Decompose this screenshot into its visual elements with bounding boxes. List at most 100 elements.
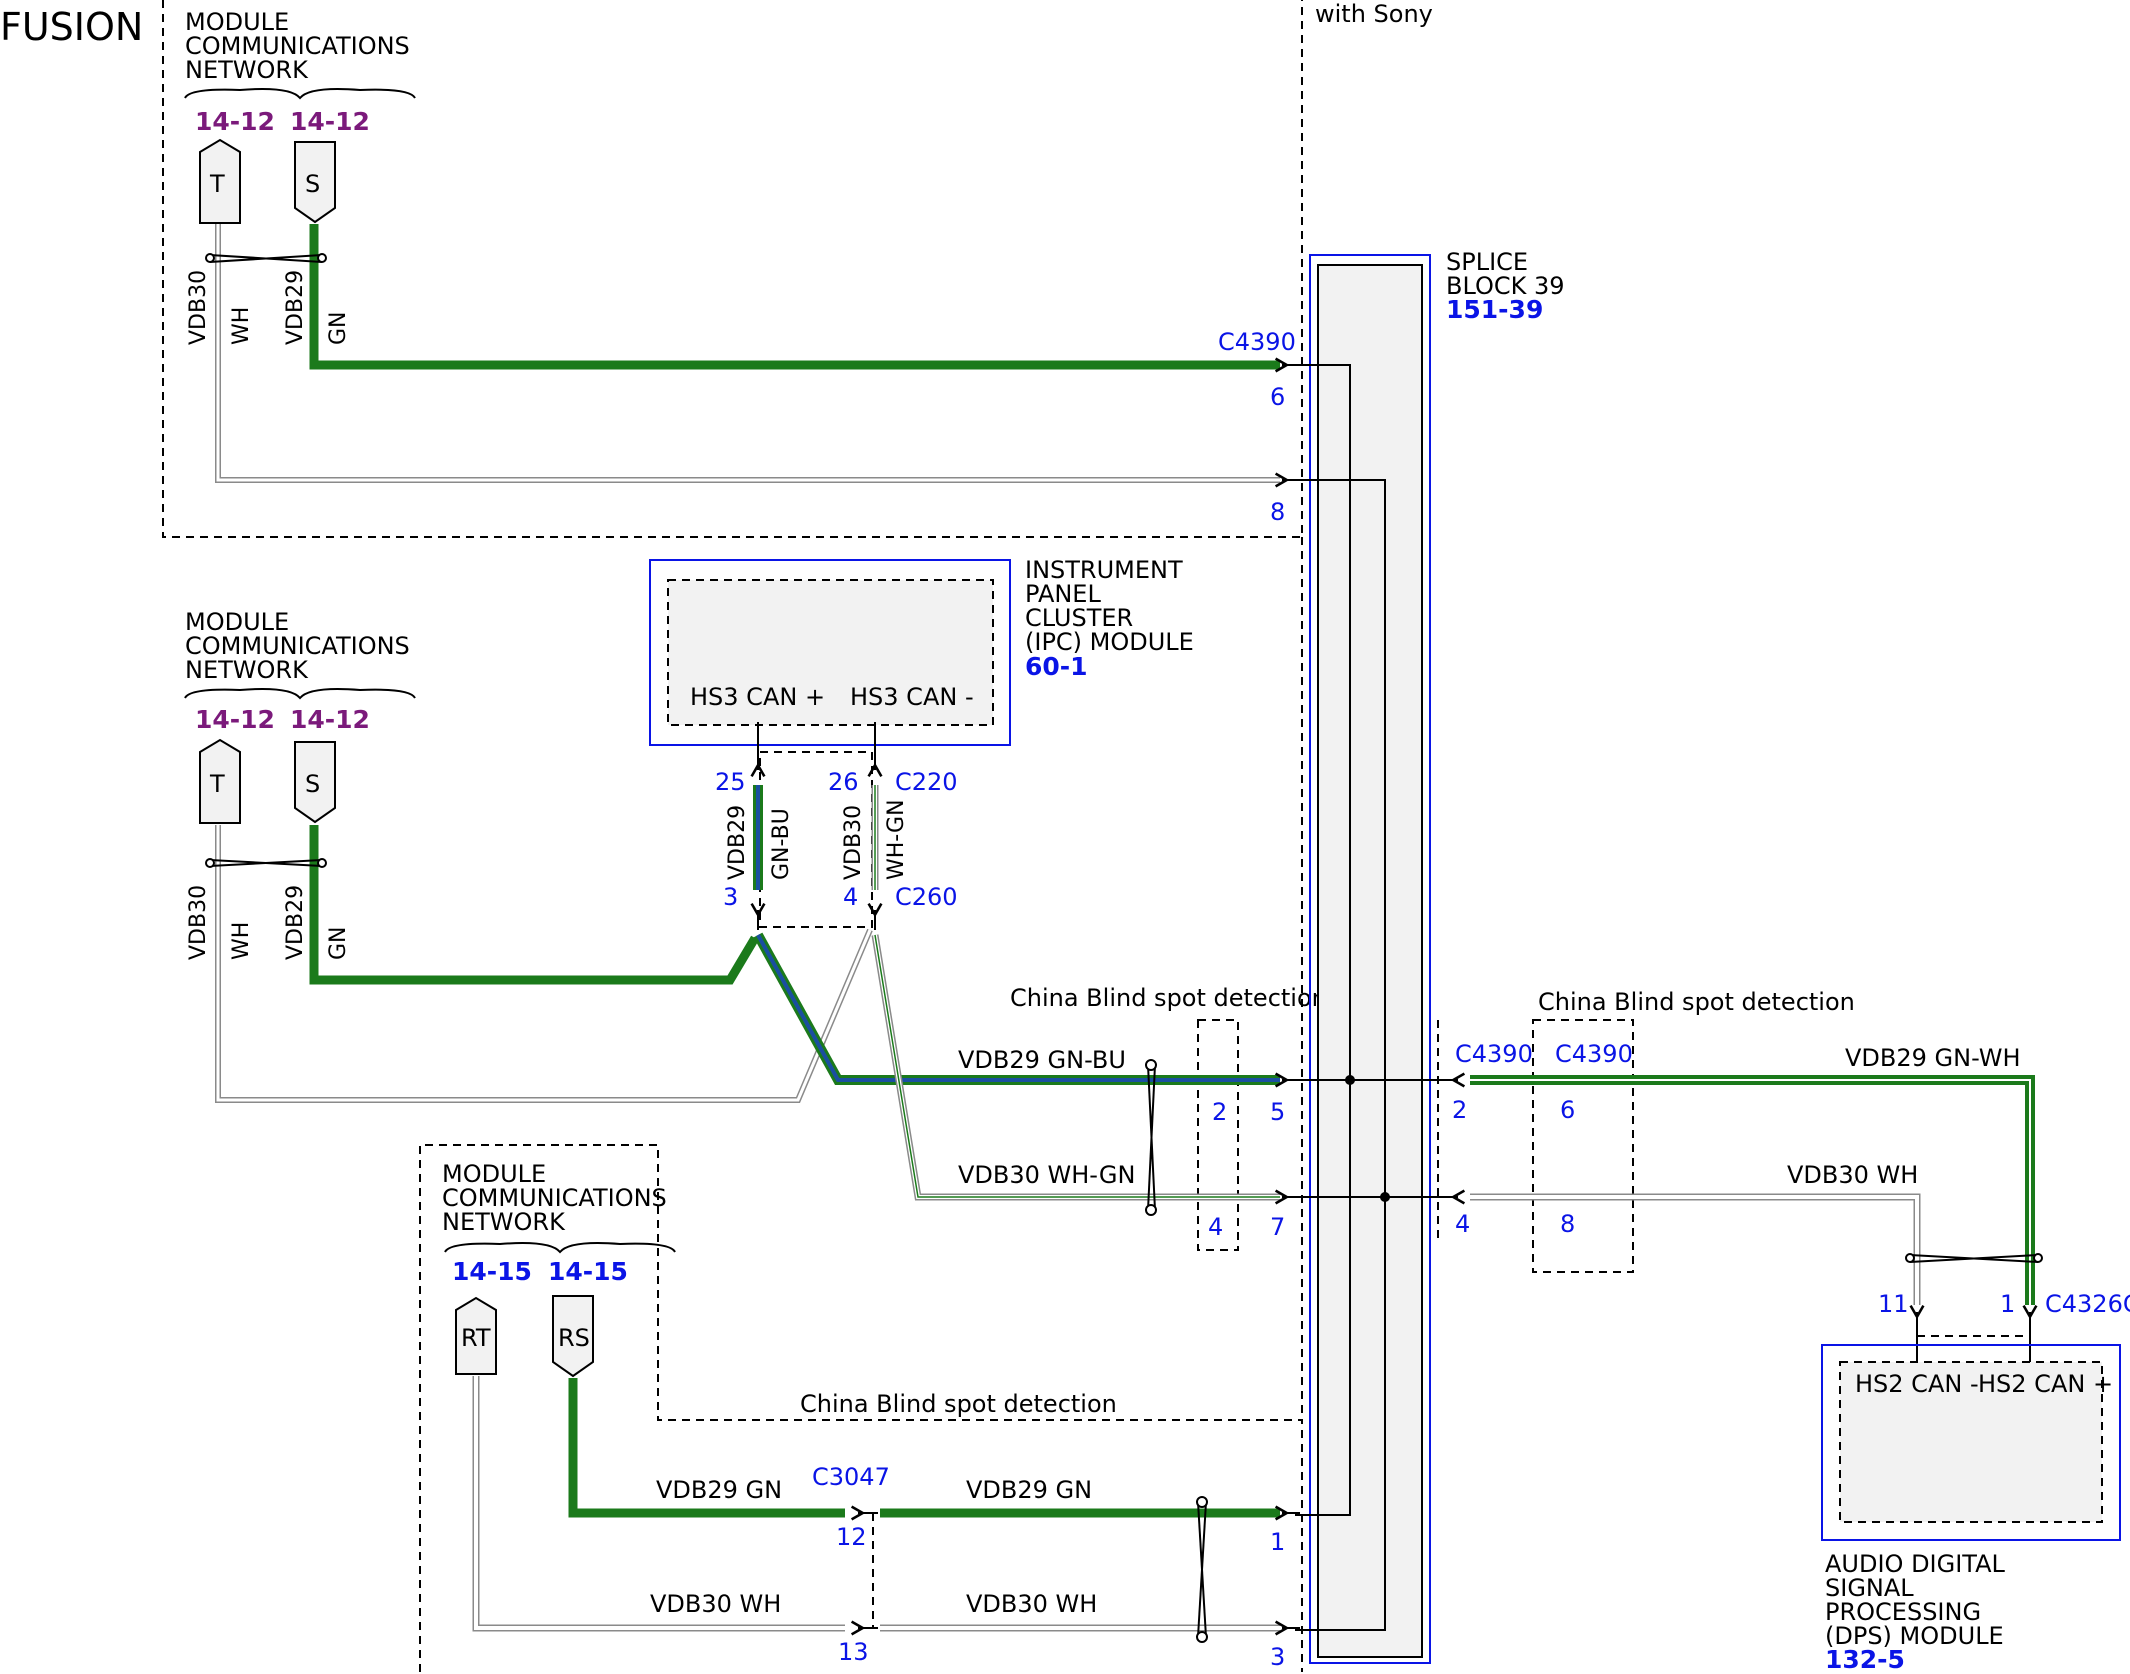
dps-label-1: AUDIO DIGITAL bbox=[1825, 1550, 2006, 1578]
gn-wh-wire bbox=[1470, 1075, 2035, 1305]
pin-2: 2 bbox=[1452, 1096, 1467, 1124]
splice-label-2: BLOCK 39 bbox=[1446, 272, 1565, 300]
pin-7: 7 bbox=[1270, 1213, 1285, 1241]
splice-block-body bbox=[1317, 264, 1423, 1658]
splice-node-gn bbox=[1345, 1075, 1355, 1085]
mcn2-tag-s: S bbox=[305, 770, 320, 798]
wh-right-wire bbox=[1470, 1193, 1921, 1305]
splice-ref: 151-39 bbox=[1446, 295, 1543, 324]
pin-4b: 4 bbox=[1455, 1210, 1470, 1238]
china-option-box-right bbox=[1532, 1019, 1634, 1273]
pin-6: 6 bbox=[1270, 383, 1285, 411]
connector-c4326c: C4326C bbox=[2045, 1290, 2130, 1318]
pin-1: 1 bbox=[2000, 1290, 2015, 1318]
china-note-3: China Blind spot detection bbox=[800, 1390, 1117, 1418]
mcn3-ref-a[interactable]: 14-15 bbox=[452, 1257, 532, 1286]
connector-c220: C220 bbox=[895, 768, 958, 796]
dps-label-3: PROCESSING bbox=[1825, 1598, 1981, 1626]
mcn-bottom: MODULE COMMUNICATIONS NETWORK 14-15 14-1… bbox=[442, 1160, 676, 1378]
connector-c260: C260 bbox=[895, 883, 958, 911]
ipc-ref[interactable]: 60-1 bbox=[1025, 652, 1088, 681]
label-gn-left: VDB29 GN bbox=[656, 1476, 782, 1504]
mcn1-tag-t: T bbox=[209, 170, 225, 198]
ipc-color-a: GN-BU bbox=[769, 808, 794, 880]
sony-option-box bbox=[162, 0, 1303, 538]
pin-5: 5 bbox=[1270, 1098, 1285, 1126]
ipc-module: HS3 CAN + HS3 CAN - INSTRUMENT PANEL CLU… bbox=[649, 556, 1194, 746]
mcn2-label-1: MODULE bbox=[185, 608, 289, 636]
dps-ref[interactable]: 132-5 bbox=[1825, 1645, 1905, 1674]
china-note-1: China Blind spot detection bbox=[1010, 984, 1327, 1012]
page-title: FUSION bbox=[0, 5, 143, 49]
connector-c3047: C3047 bbox=[812, 1463, 890, 1491]
pin-3b: 3 bbox=[1270, 1643, 1285, 1671]
mcn2-tag-t: T bbox=[209, 770, 225, 798]
ipc-color-b: WH-GN bbox=[884, 799, 909, 880]
label-wh-right: VDB30 WH bbox=[1787, 1161, 1918, 1189]
china-option-box-bottom bbox=[419, 1144, 1303, 1672]
mcn-middle: MODULE COMMUNICATIONS NETWORK 14-12 14-1… bbox=[184, 608, 416, 824]
mcn1-color-a: WH bbox=[229, 307, 254, 345]
mcn1-label-3: NETWORK bbox=[185, 56, 309, 84]
label-wh-mid: VDB30 WH bbox=[966, 1590, 1097, 1618]
mcn1-wh-wire bbox=[215, 224, 1280, 483]
connector-c4390-r2: C4390 bbox=[1555, 1040, 1633, 1068]
ipc-wire-a: VDB29 bbox=[725, 805, 750, 880]
label-gn-bu: VDB29 GN-BU bbox=[958, 1046, 1126, 1074]
china-note-2: China Blind spot detection bbox=[1538, 988, 1855, 1016]
mcn3-tag-rt: RT bbox=[461, 1324, 491, 1352]
mcn2-ref-b[interactable]: 14-12 bbox=[290, 705, 370, 734]
mcn1-wire-a: VDB30 bbox=[186, 270, 211, 345]
label-gn-mid: VDB29 GN bbox=[966, 1476, 1092, 1504]
label-wh-left: VDB30 WH bbox=[650, 1590, 781, 1618]
pin-25: 25 bbox=[715, 768, 746, 796]
mcn2-ref-a[interactable]: 14-12 bbox=[195, 705, 275, 734]
ipc-label-2: PANEL bbox=[1025, 580, 1101, 608]
pin-1b: 1 bbox=[1270, 1528, 1285, 1556]
connector-c4390-top: C4390 bbox=[1218, 328, 1296, 356]
mcn2-label-2: COMMUNICATIONS bbox=[185, 632, 410, 660]
ipc-pin-plus: HS3 CAN + bbox=[690, 683, 825, 711]
pin-26: 26 bbox=[828, 768, 859, 796]
mcn3-tag-rs: RS bbox=[558, 1324, 590, 1352]
ipc-twist bbox=[1145, 1059, 1157, 1216]
dps-pin-minus: HS2 CAN - bbox=[1855, 1370, 1979, 1398]
mcn2-color-a: WH bbox=[229, 922, 254, 960]
pin-8r: 8 bbox=[1560, 1210, 1575, 1238]
box-pin-2: 2 bbox=[1212, 1098, 1227, 1126]
mcn1-gn-wire bbox=[309, 244, 1280, 370]
dps-label-4: (DPS) MODULE bbox=[1825, 1622, 2004, 1650]
mcn3-gn-wire bbox=[568, 1395, 845, 1518]
mcn2-color-b: GN bbox=[326, 926, 351, 960]
mcn1-color-b: GN bbox=[326, 311, 351, 345]
pin-12: 12 bbox=[836, 1523, 867, 1551]
mcn3-label-1: MODULE bbox=[442, 1160, 546, 1188]
box-pin-4: 4 bbox=[1208, 1213, 1223, 1241]
dps-label-2: SIGNAL bbox=[1825, 1574, 1914, 1602]
mcn1-ref-a[interactable]: 14-12 bbox=[195, 107, 275, 136]
mcn2-wire-a: VDB30 bbox=[186, 885, 211, 960]
pin-8: 8 bbox=[1270, 498, 1285, 526]
dps-pin-plus: HS2 CAN + bbox=[1978, 1370, 2113, 1398]
pin-13: 13 bbox=[838, 1638, 869, 1666]
mcn3-ref-b[interactable]: 14-15 bbox=[548, 1257, 628, 1286]
splice-block-outline bbox=[1309, 254, 1431, 1664]
mcn1-ref-b[interactable]: 14-12 bbox=[290, 107, 370, 136]
mcn1-twist bbox=[205, 253, 327, 263]
mcn1-wire-b: VDB29 bbox=[283, 270, 308, 345]
mcn2-wire-b: VDB29 bbox=[283, 885, 308, 960]
pin-4: 4 bbox=[843, 883, 858, 911]
mcn1-label-1: MODULE bbox=[185, 8, 289, 36]
ipc-wire-b: VDB30 bbox=[841, 805, 866, 880]
splice-node-wh bbox=[1380, 1192, 1390, 1202]
mcn3-label-3: NETWORK bbox=[442, 1208, 566, 1236]
dps-module: HS2 CAN - HS2 CAN + AUDIO DIGITAL SIGNAL… bbox=[1821, 1344, 2121, 1674]
mcn1-tag-s: S bbox=[305, 170, 320, 198]
mcn-top: MODULE COMMUNICATIONS NETWORK 14-12 14-1… bbox=[184, 8, 416, 224]
dps-twist bbox=[1905, 1253, 2043, 1263]
ipc-label-1: INSTRUMENT bbox=[1025, 556, 1183, 584]
ipc-label-4: (IPC) MODULE bbox=[1025, 628, 1194, 656]
mcn1-label-2: COMMUNICATIONS bbox=[185, 32, 410, 60]
ipc-pin-minus: HS3 CAN - bbox=[850, 683, 974, 711]
